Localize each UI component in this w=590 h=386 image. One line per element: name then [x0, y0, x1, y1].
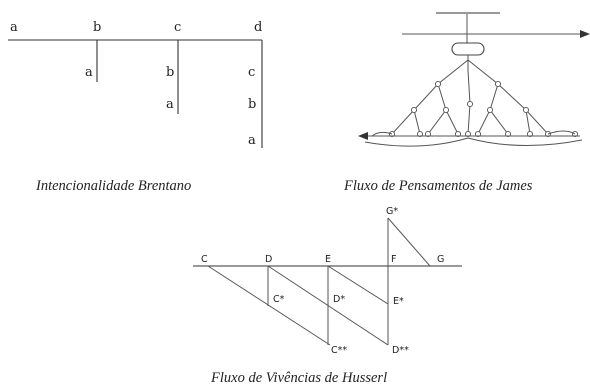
husserl-label-d-star: D* [333, 294, 345, 305]
james-caption: Fluxo de Pensamentos de James [343, 178, 533, 194]
husserl-label-e-star: E* [393, 296, 404, 307]
james-tree-nodes [388, 80, 579, 138]
husserl-label-d-double-star: D** [392, 345, 409, 356]
brentano-label-d-col-b: b [248, 97, 256, 112]
brentano-label-d-col-a: a [248, 133, 256, 148]
husserl-label-c: C [201, 254, 208, 265]
brentano-label-c-col-b: b [166, 65, 174, 80]
james-left-arrow-icon [358, 132, 368, 140]
brentano-label-top-c: c [174, 20, 181, 35]
brentano-label-d-col-c: c [248, 65, 255, 80]
husserl-label-f: F [391, 254, 396, 265]
husserl-diag-g1-g [387, 217, 431, 267]
brentano-label-b-col-a: a [85, 65, 93, 80]
brentano-label-c-col-a: a [166, 97, 174, 112]
brentano-caption: Intencionalidade Brentano [35, 178, 191, 194]
brentano-label-top-d: d [254, 20, 262, 35]
husserl-caption: Fluxo de Vivências de Husserl [210, 370, 387, 386]
james-central-node [451, 42, 485, 56]
james-side-curves [371, 130, 576, 137]
james-stream-arrow-icon [580, 30, 590, 38]
husserl-diag-c-c2 [207, 265, 331, 346]
husserl-label-e: E [325, 254, 331, 265]
brentano-label-top-a: a [10, 20, 18, 35]
brentano-diagram: a b c d a b a c b a Intencionalidade Bre… [8, 20, 263, 194]
brentano-label-top-b: b [93, 20, 101, 35]
husserl-diag-e-e1 [327, 265, 389, 305]
husserl-label-c-double-star: C** [331, 345, 347, 356]
james-diagram: Fluxo de Pensamentos de James [343, 12, 590, 194]
james-tree-branches [391, 59, 549, 135]
james-base-curve [364, 137, 583, 147]
husserl-label-g: G [437, 254, 444, 265]
husserl-diagram: C D E F G G* C* D* E* C** D** Fluxo de V… [193, 206, 462, 386]
husserl-label-g-star: G* [386, 206, 398, 217]
husserl-label-c-star: C* [273, 294, 285, 305]
husserl-label-d: D [265, 254, 272, 265]
